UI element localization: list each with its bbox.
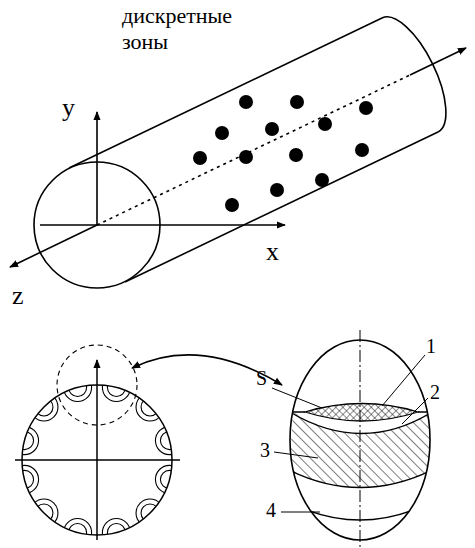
leaders xyxy=(272,355,428,512)
discrete-zones xyxy=(193,95,373,212)
y-axis xyxy=(96,112,98,225)
zone-dot xyxy=(225,198,239,212)
leader-line xyxy=(402,398,428,424)
zone-dot xyxy=(265,122,279,136)
zone-dot xyxy=(290,95,304,109)
cylinder-axis xyxy=(410,48,466,75)
leader-line xyxy=(274,452,318,458)
callout-number: 2 xyxy=(430,380,440,404)
caption-label: дискретные зоны xyxy=(122,3,282,56)
z-axis xyxy=(10,225,97,267)
center-line xyxy=(360,330,361,548)
section-axis xyxy=(96,360,98,540)
leader-line xyxy=(272,388,322,408)
x-axis xyxy=(40,224,285,226)
axis-label: x xyxy=(266,236,279,267)
callout-number: 4 xyxy=(266,498,276,522)
cylinder-axis xyxy=(97,75,410,225)
zone-dot xyxy=(215,126,229,140)
cylinder xyxy=(34,17,446,288)
cylinder-edge xyxy=(125,132,438,282)
zone-dot xyxy=(239,95,253,109)
cross-section xyxy=(11,345,282,546)
callout-number: 3 xyxy=(260,438,270,462)
zone-dot xyxy=(193,151,207,165)
zone-boundary xyxy=(290,411,432,412)
zone-dot xyxy=(315,173,329,187)
axes xyxy=(10,48,466,267)
cylinder-cap xyxy=(382,17,446,132)
axis-label: y xyxy=(62,92,75,123)
cylinder-edge xyxy=(69,18,382,168)
callout-number: 1 xyxy=(426,334,436,358)
zone-dot xyxy=(270,183,284,197)
zone-1-area xyxy=(305,404,418,422)
zone-dot xyxy=(359,101,373,115)
leader-line xyxy=(281,512,320,513)
axis-label: z xyxy=(12,280,24,311)
zone-detail xyxy=(272,330,432,548)
area-label: S xyxy=(256,366,267,390)
detail-circle xyxy=(57,345,137,425)
zone-dot xyxy=(355,143,369,157)
leader-line xyxy=(382,355,425,406)
zone-dot xyxy=(289,148,303,162)
zone-dot xyxy=(318,117,332,131)
